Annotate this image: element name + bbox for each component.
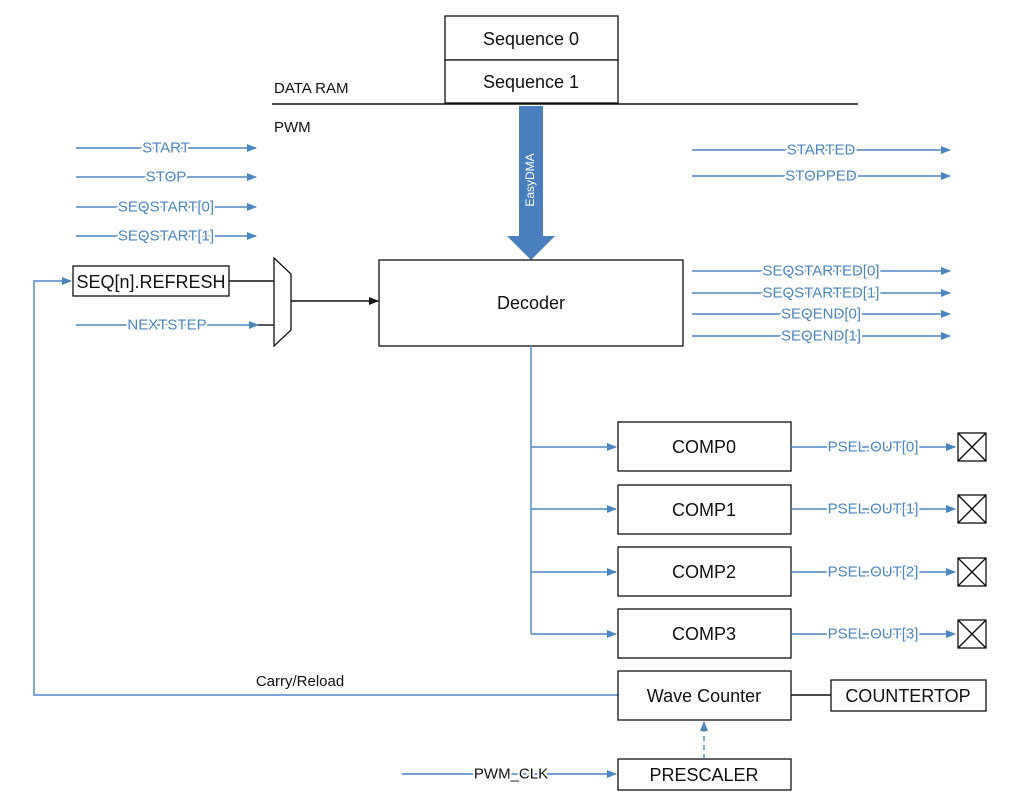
easydma-arrow: EasyDMA — [507, 106, 555, 260]
pin-0-icon — [957, 432, 987, 462]
task-seqstart-0-label: SEQSTART[0] — [118, 199, 214, 216]
event-seqstarted-0: SEQSTARTED[0] — [692, 261, 951, 282]
comp0-label: COMP0 — [672, 437, 736, 457]
task-stop: STOP — [76, 167, 257, 188]
sequence-1-block: Sequence 1 — [444, 59, 619, 104]
psel-out-1: PSEL.OUT[1] — [791, 494, 987, 524]
task-stop-label: STOP — [146, 169, 187, 186]
psel-out-1-label: PSEL.OUT[1] — [828, 501, 919, 518]
psel-out-2-label: PSEL.OUT[2] — [828, 564, 919, 581]
prescaler-block: PRESCALER — [617, 758, 792, 791]
countertop-label: COUNTERTOP — [845, 686, 970, 706]
pwm-label: PWM — [274, 119, 311, 136]
event-stopped: STOPPED — [692, 166, 951, 187]
wave-counter-label: Wave Counter — [647, 686, 761, 706]
sequence-0-label: Sequence 0 — [483, 29, 579, 49]
psel-out-3-label: PSEL.OUT[3] — [828, 626, 919, 643]
decoder-block: Decoder — [378, 259, 684, 347]
psel-out-2: PSEL.OUT[2] — [791, 557, 987, 587]
event-seqend-1-label: SEQEND[1] — [781, 328, 861, 345]
comp2-block: COMP2 — [617, 546, 792, 597]
easydma-label: EasyDMA — [523, 153, 537, 206]
sequence-0-block: Sequence 0 — [444, 15, 619, 61]
sequence-1-label: Sequence 1 — [483, 72, 579, 92]
comp1-block: COMP1 — [617, 484, 792, 535]
carry-reload-path: Carry/Reload — [33, 277, 618, 696]
task-start: START — [76, 138, 257, 159]
comp1-label: COMP1 — [672, 500, 736, 520]
comp3-label: COMP3 — [672, 624, 736, 644]
task-start-label: START — [142, 140, 190, 157]
event-started: STARTED — [692, 140, 951, 161]
event-seqstarted-1: SEQSTARTED[1] — [692, 283, 951, 304]
pin-2-icon — [957, 557, 987, 587]
data-ram-label: DATA RAM — [274, 80, 348, 97]
countertop-block: COUNTERTOP — [830, 679, 987, 712]
event-started-label: STARTED — [787, 142, 856, 159]
pin-1-icon — [957, 494, 987, 524]
psel-out-0-label: PSEL.OUT[0] — [828, 439, 919, 456]
task-seqstart-1: SEQSTART[1] — [76, 226, 257, 247]
decoder-label: Decoder — [497, 293, 565, 313]
pwm-clk-label: PWM_CLK — [474, 766, 548, 783]
event-stopped-label: STOPPED — [785, 168, 857, 185]
event-seqend-1: SEQEND[1] — [692, 326, 951, 347]
seq-refresh-block: SEQ[n].REFRESH — [72, 265, 230, 297]
comp2-label: COMP2 — [672, 562, 736, 582]
task-seqstart-1-label: SEQSTART[1] — [118, 228, 214, 245]
event-seqstarted-0-label: SEQSTARTED[0] — [763, 263, 880, 280]
psel-out-3: PSEL.OUT[3] — [791, 619, 987, 649]
task-nextstep-label: NEXTSTEP — [127, 317, 206, 334]
pwm-clk-signal: PWM_CLK — [402, 764, 617, 785]
carry-reload-label: Carry/Reload — [256, 673, 344, 690]
event-seqend-0: SEQEND[0] — [692, 304, 951, 325]
wave-counter-block: Wave Counter — [617, 670, 792, 721]
comp3-block: COMP3 — [617, 608, 792, 659]
seq-refresh-label: SEQ[n].REFRESH — [76, 272, 225, 292]
comp0-block: COMP0 — [617, 421, 792, 472]
event-seqend-0-label: SEQEND[0] — [781, 306, 861, 323]
multiplexer — [273, 256, 292, 348]
psel-out-0: PSEL.OUT[0] — [791, 432, 987, 462]
task-nextstep: NEXTSTEP — [76, 315, 259, 336]
prescaler-label: PRESCALER — [649, 765, 758, 785]
pin-3-icon — [957, 619, 987, 649]
task-seqstart-0: SEQSTART[0] — [76, 197, 257, 218]
event-seqstarted-1-label: SEQSTARTED[1] — [763, 285, 880, 302]
